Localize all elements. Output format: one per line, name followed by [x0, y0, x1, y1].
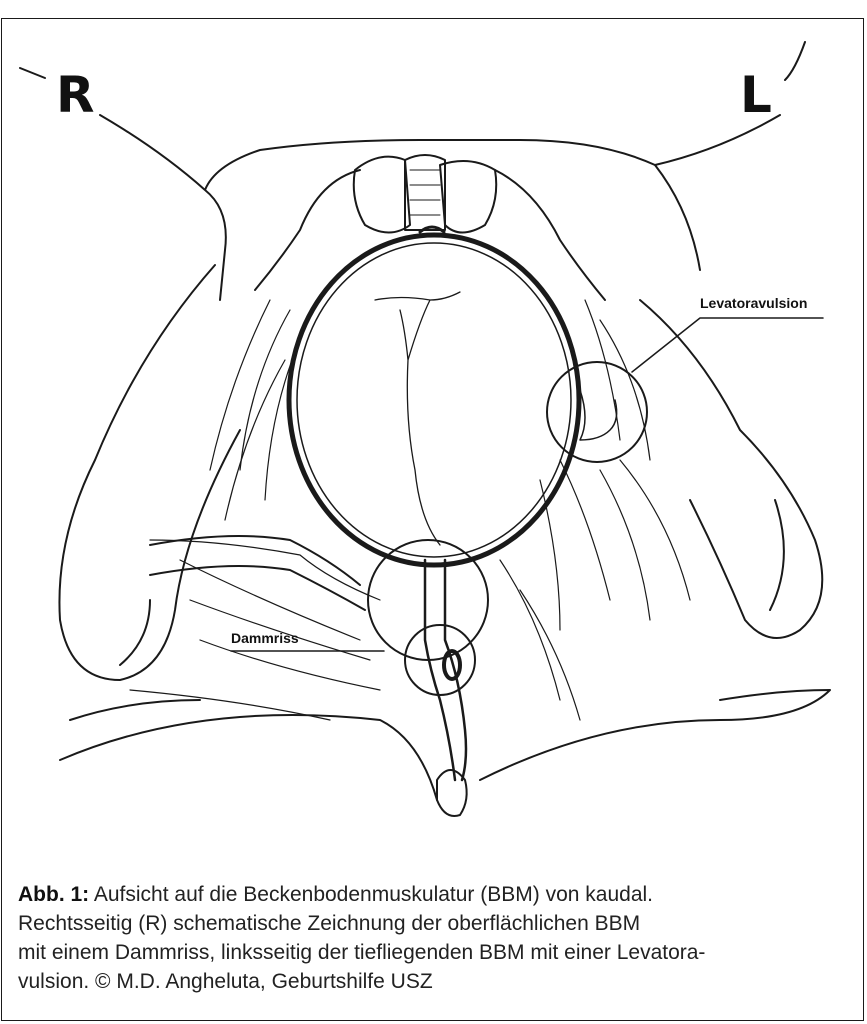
- caption-label: Abb. 1:: [18, 883, 90, 906]
- figure-caption: Abb. 1: Aufsicht auf die Beckenbodenmusk…: [18, 880, 848, 996]
- anus: [442, 649, 462, 681]
- deep-muscle-fibres: [499, 299, 691, 721]
- callout-levatoravulsion: Levatoravulsion: [700, 295, 808, 311]
- thigh-contours: [59, 689, 831, 801]
- body-outline: [19, 41, 806, 301]
- superficial-muscle-fibres: [129, 299, 381, 721]
- figure-frame: [1, 18, 864, 1021]
- caption-line-3: mit einem Dammriss, linksseitig der tief…: [18, 941, 706, 964]
- side-label-left: L: [740, 66, 772, 124]
- transverse-muscle: [149, 535, 366, 611]
- side-label-right: R: [56, 66, 95, 124]
- levator-avulsion-circle: [546, 361, 648, 463]
- left-ischial-bulge: [639, 299, 824, 639]
- pelvic-floor-illustration: [19, 41, 831, 817]
- callout-dammriss: Dammriss: [231, 630, 299, 646]
- perineal-tear-circle: [367, 539, 489, 661]
- fetal-head: [286, 232, 582, 568]
- right-ischial-bulge: [58, 264, 241, 681]
- caption-line-2: Rechtsseitig (R) schematische Zeichnung …: [18, 912, 641, 935]
- levator-leader: [631, 317, 824, 373]
- symphysis: [352, 155, 411, 234]
- caption-line-4: vulsion. © M.D. Angheluta, Geburtshilfe …: [18, 970, 433, 993]
- caption-line-1: Aufsicht auf die Beckenbodenmuskulatur (…: [93, 883, 653, 906]
